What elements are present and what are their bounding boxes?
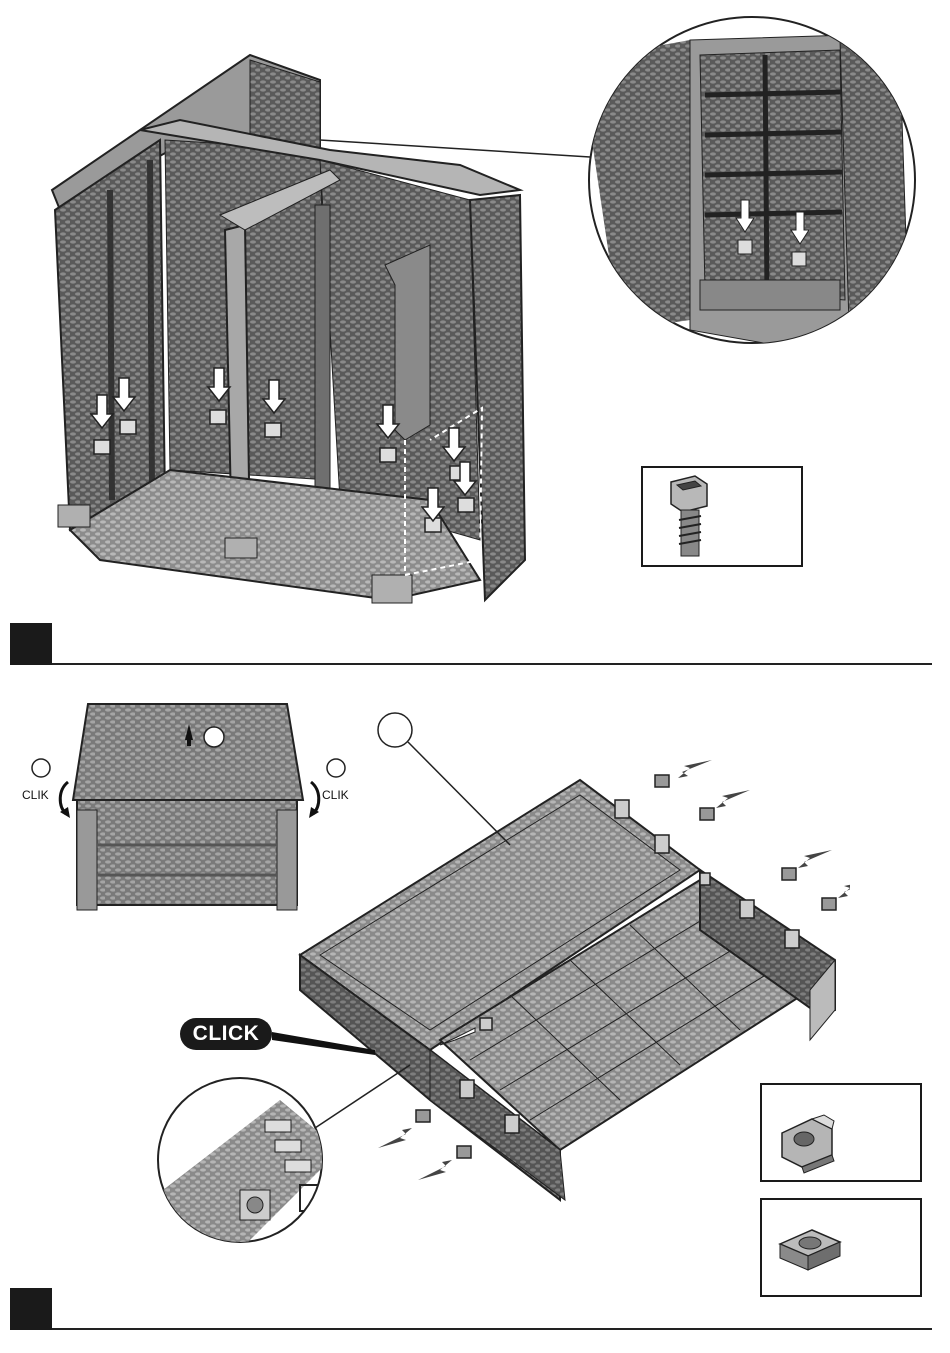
- step-a-illustration: [0, 0, 950, 620]
- clik-label-left: CLIK: [22, 788, 49, 802]
- step-b-divider: [52, 1328, 932, 1330]
- lid-main-illustration: [150, 700, 850, 1300]
- callout-circle-left: [30, 757, 52, 779]
- screw-icon: [643, 468, 801, 565]
- part-box-square-nut: [760, 1198, 922, 1297]
- part-box-screw: [641, 466, 803, 567]
- square-nut-icon: [762, 1200, 920, 1295]
- step-a-marker: [10, 623, 52, 665]
- step-a-divider: [52, 663, 932, 665]
- part-box-clip-nut: [760, 1083, 922, 1182]
- rotate-left-icon: [56, 780, 74, 820]
- click-badge: CLICK: [180, 1018, 272, 1050]
- step-b-marker: [10, 1288, 52, 1330]
- clip-nut-icon: [762, 1085, 920, 1180]
